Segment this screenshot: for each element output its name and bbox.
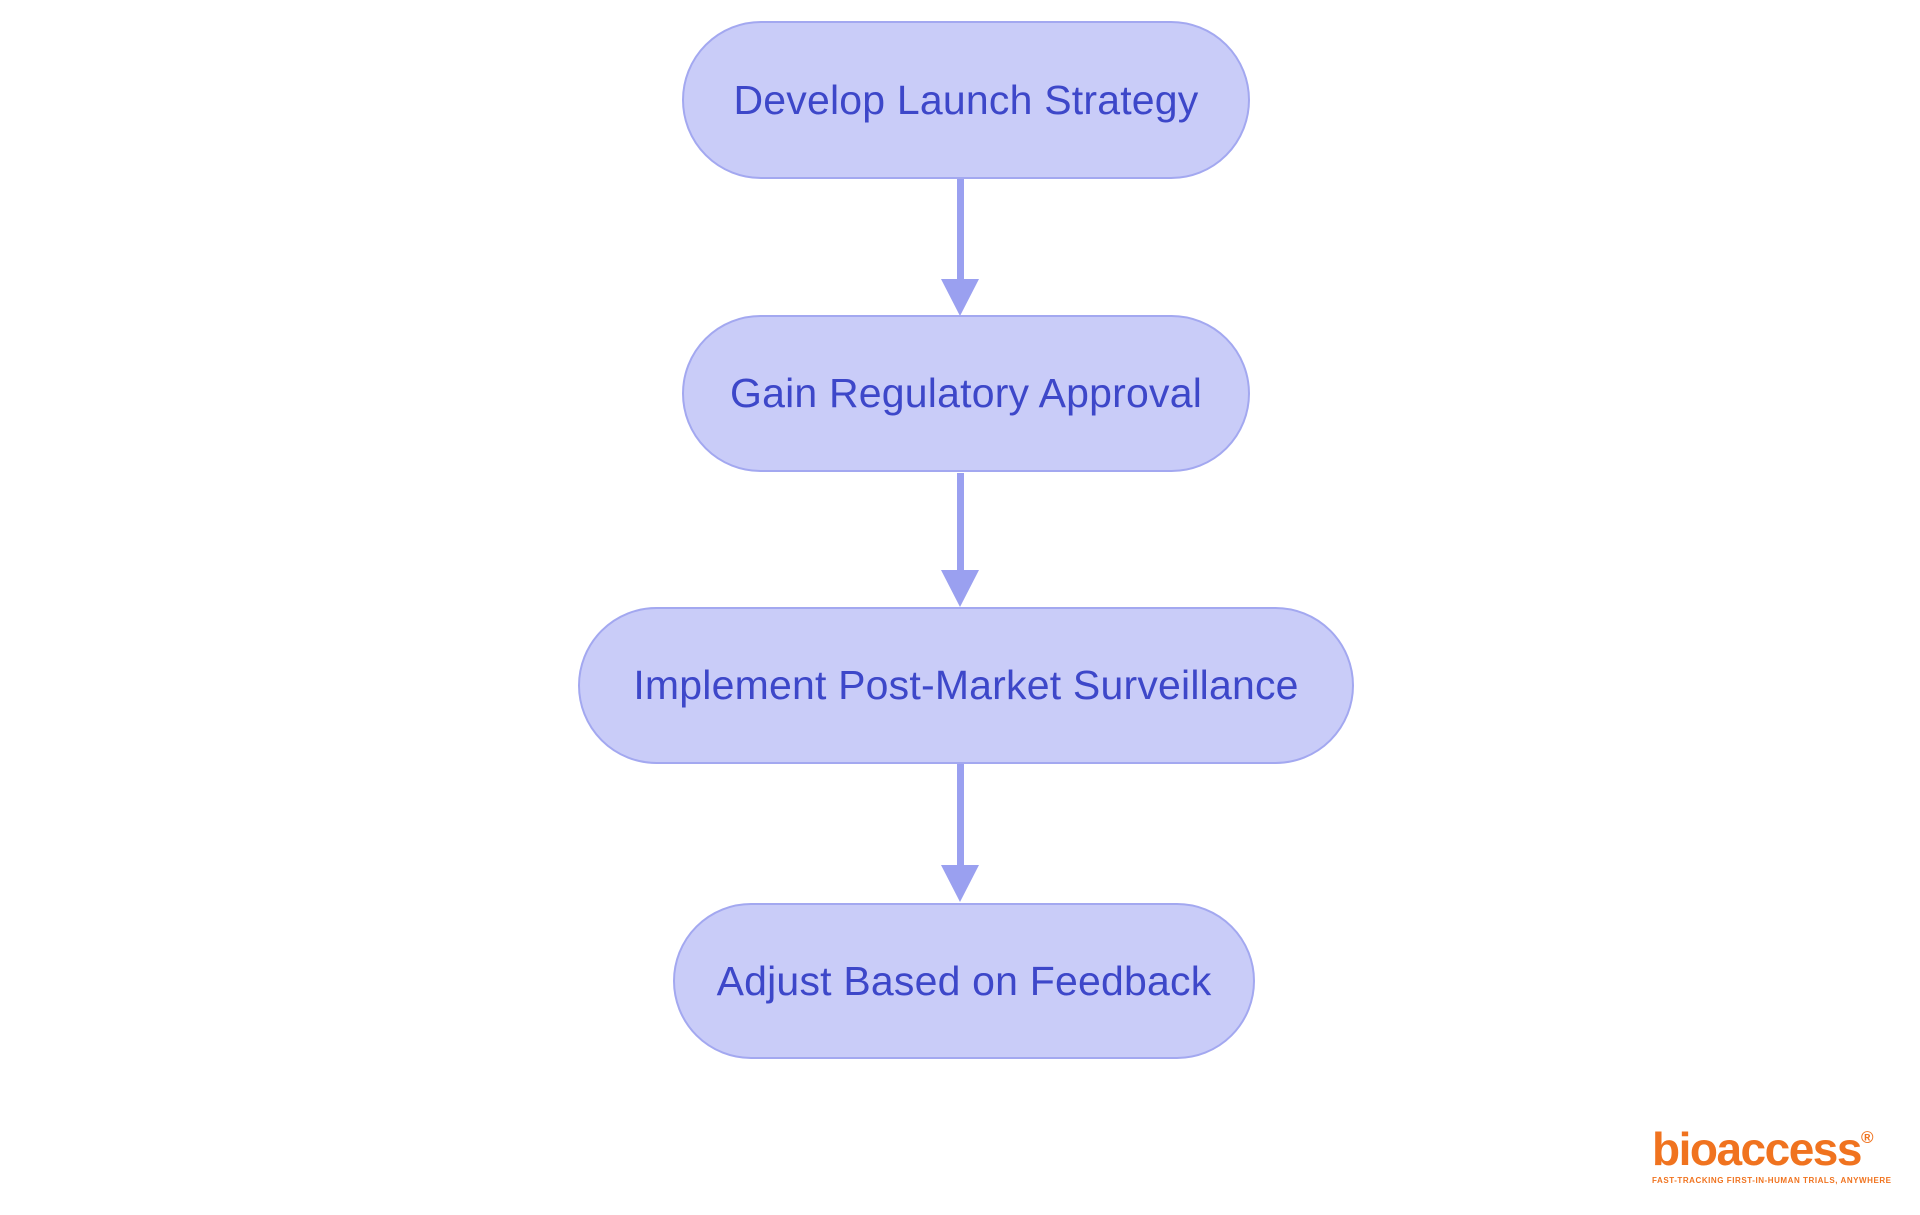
flow-node-label: Develop Launch Strategy [733, 76, 1199, 123]
flow-arrow-3 [941, 764, 979, 902]
arrow-line [956, 764, 964, 865]
registered-trademark-icon: ® [1860, 1128, 1874, 1147]
flow-node-adjust-based-on-feedback: Adjust Based on Feedback [673, 903, 1255, 1059]
flow-node-label: Adjust Based on Feedback [716, 957, 1212, 1004]
logo-text: bioaccess [1652, 1123, 1862, 1175]
arrow-down-icon [941, 279, 979, 316]
arrow-down-icon [941, 570, 979, 607]
bioaccess-wordmark: bioaccess® [1652, 1126, 1892, 1172]
logo-tagline: FAST-TRACKING FIRST-IN-HUMAN TRIALS, ANY… [1652, 1176, 1892, 1185]
flow-node-label: Implement Post-Market Surveillance [633, 662, 1299, 708]
flow-node-develop-launch-strategy: Develop Launch Strategy [682, 21, 1250, 179]
flow-arrow-1 [941, 179, 979, 316]
flow-node-gain-regulatory-approval: Gain Regulatory Approval [682, 315, 1250, 472]
arrow-line [956, 473, 964, 570]
arrow-line [956, 179, 964, 279]
bioaccess-logo: bioaccess® FAST-TRACKING FIRST-IN-HUMAN … [1652, 1126, 1892, 1185]
arrow-down-icon [941, 865, 979, 902]
flow-arrow-2 [941, 473, 979, 607]
flow-node-label: Gain Regulatory Approval [729, 370, 1203, 416]
flow-node-implement-post-market-surveillance: Implement Post-Market Surveillance [578, 607, 1354, 764]
